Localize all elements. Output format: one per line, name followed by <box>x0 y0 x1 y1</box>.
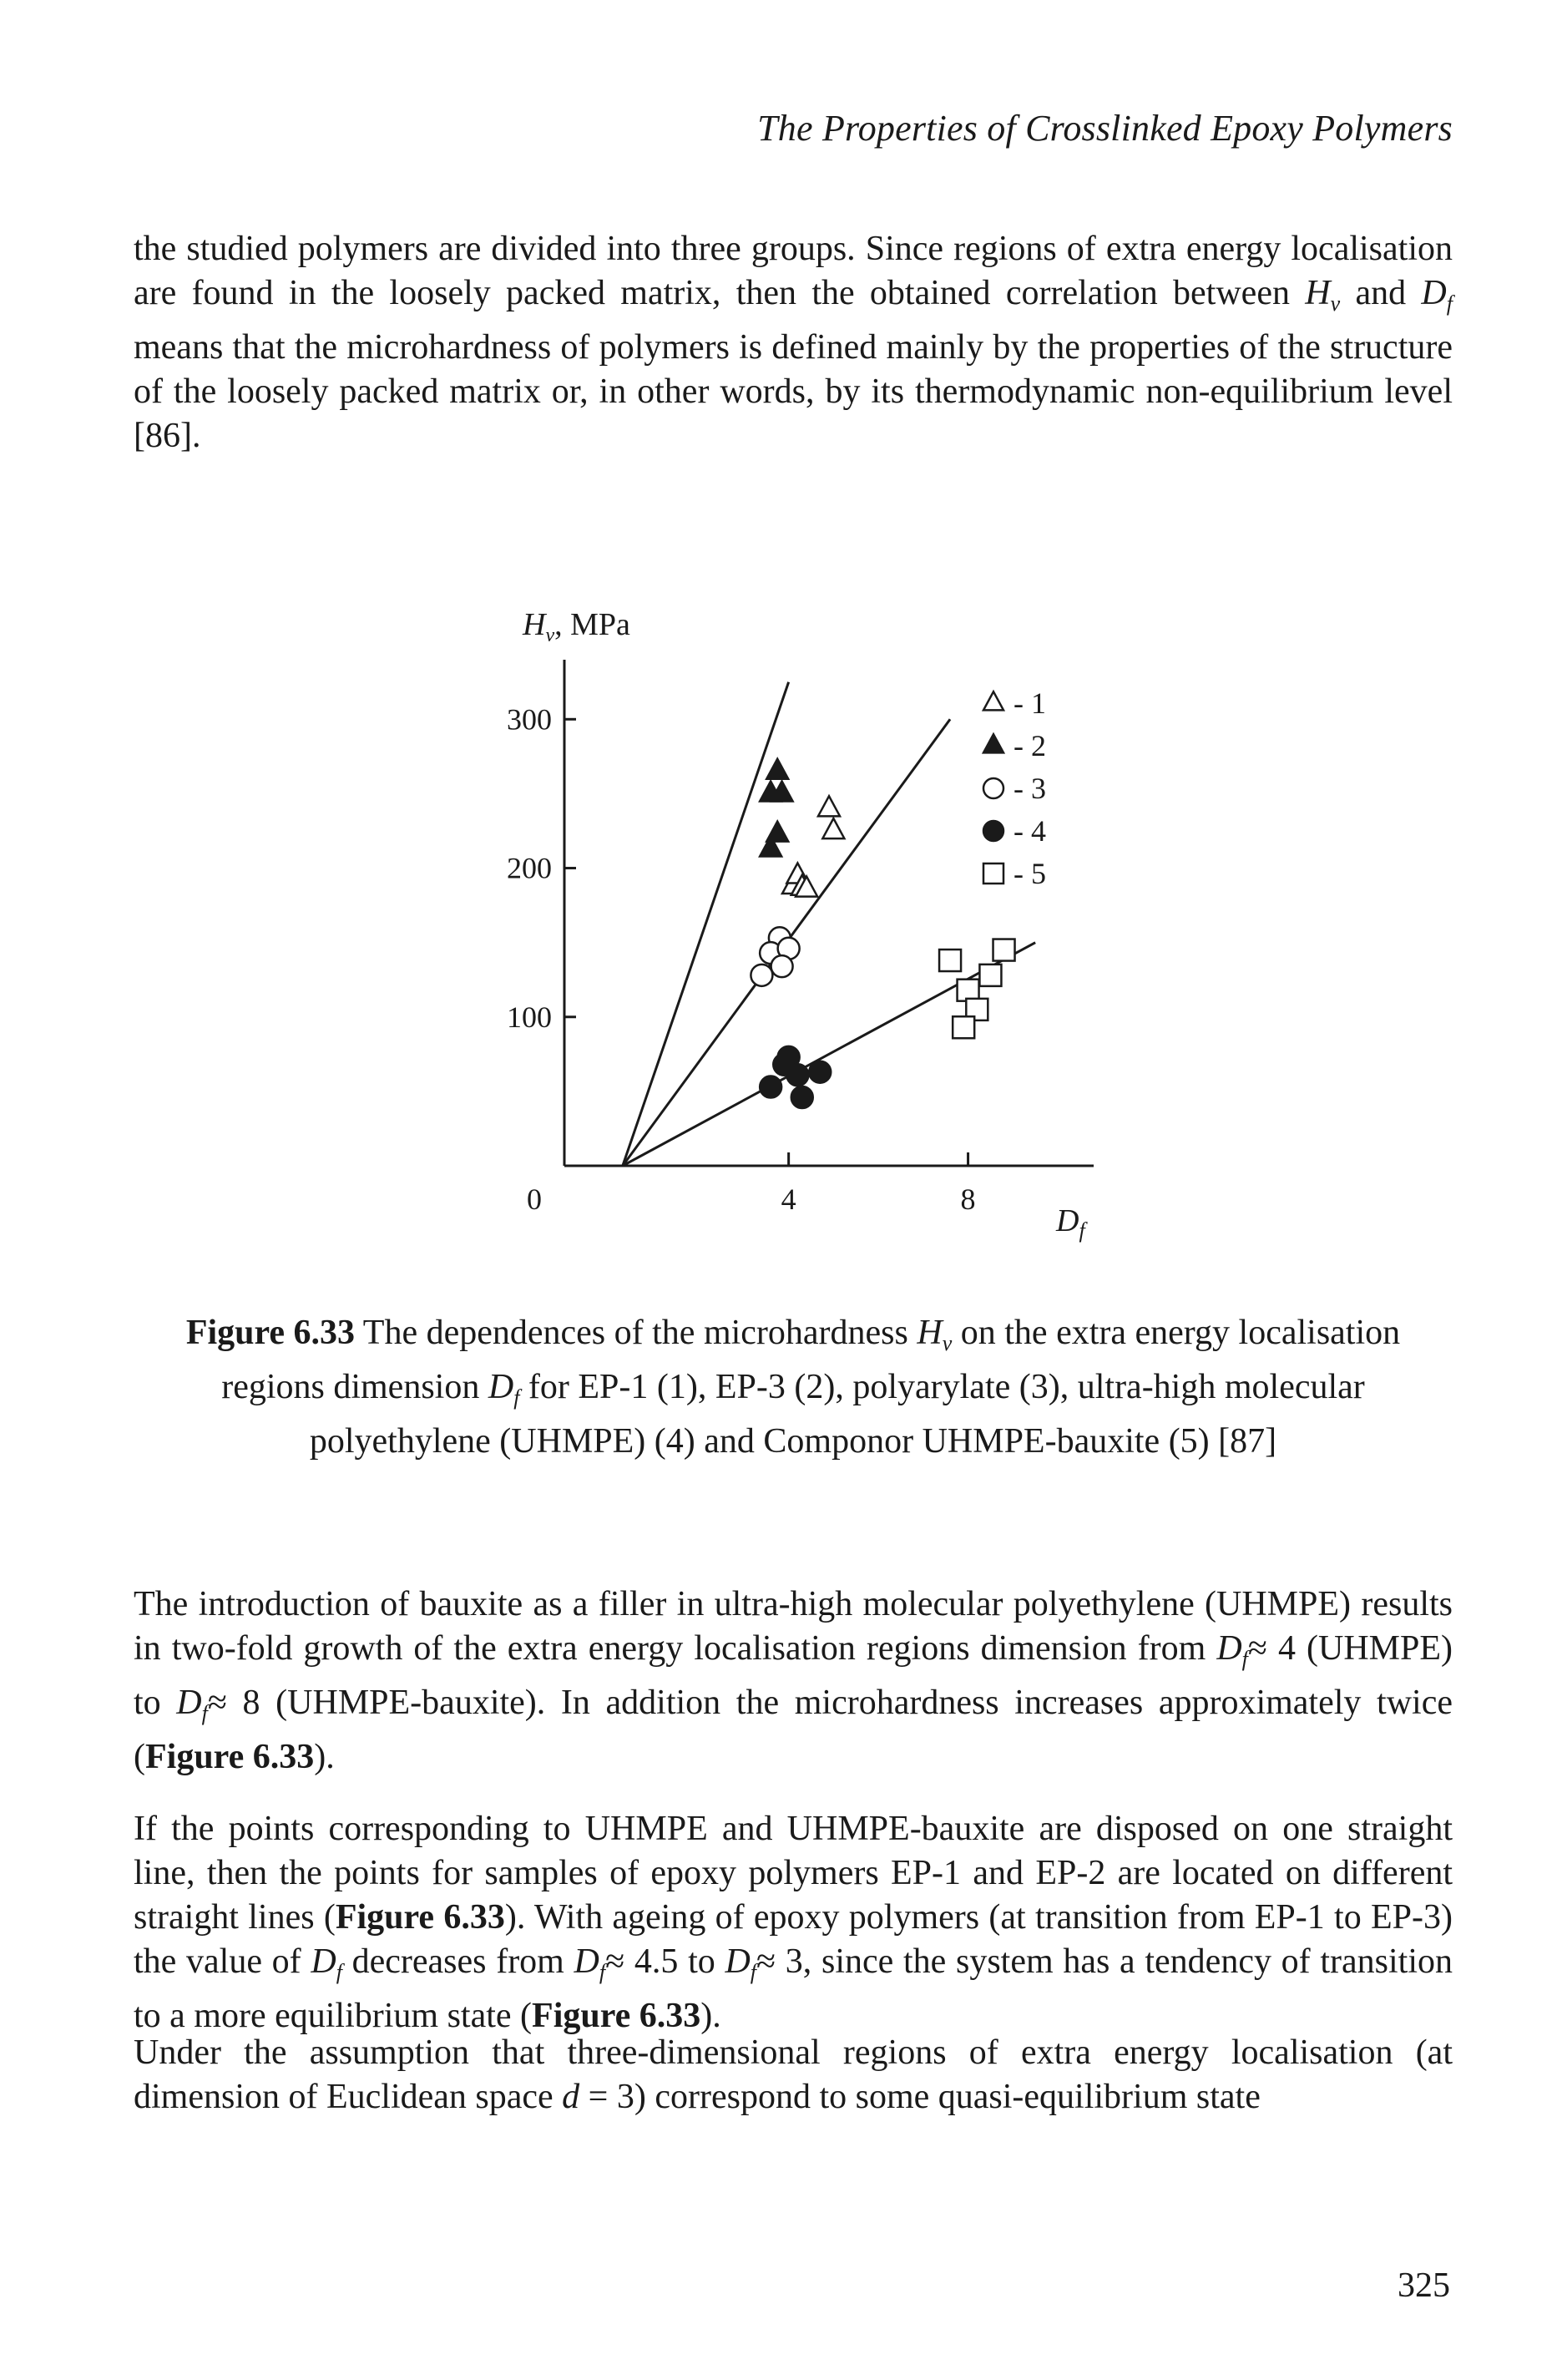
p3-figure-ref-2: Figure 6.33 <box>532 1997 701 2035</box>
legend-marker-5 <box>982 862 1005 885</box>
series-3-point-5 <box>770 954 794 979</box>
p1-text-1: the studied polymers are divided into th… <box>134 230 1453 312</box>
series-4-point-5 <box>758 1075 783 1099</box>
paragraph-2: The introduction of bauxite as a filler … <box>134 1582 1453 1780</box>
x-tick-label-4: 4 <box>781 1182 796 1216</box>
series-4-point-6 <box>790 1085 815 1110</box>
x-tick-label-0: 0 <box>527 1182 542 1216</box>
p1-df: D <box>1421 274 1447 312</box>
caption-hv: H <box>917 1314 943 1352</box>
p3-figure-ref-1: Figure 6.33 <box>335 1898 505 1937</box>
caption-text-2: on the extra energy localisation regions… <box>221 1314 1401 1406</box>
series-5-point-2 <box>978 963 1003 988</box>
series-5-point-3 <box>938 948 963 973</box>
x-axis-label: Df <box>1055 1203 1088 1243</box>
legend-label-4: - 4 <box>1013 814 1046 848</box>
p1-df-sub: f <box>1446 291 1453 316</box>
p3-text-2: ). With ageing of epoxy polymers (at tra… <box>134 1898 1453 1981</box>
caption-text-1: The dependences of the microhardness <box>355 1314 917 1352</box>
p2-df-2: D <box>176 1684 202 1722</box>
p3-text-5: ≈ 3, since the system has a tendency of … <box>134 1942 1453 2035</box>
series-5-point-1 <box>992 938 1016 962</box>
series-5-point-4 <box>956 978 980 1002</box>
p3-text-4: ≈ 4.5 to <box>605 1942 725 1981</box>
legend-label-5: - 5 <box>1013 857 1046 890</box>
p2-text-2: ≈ 4 (UHMPE) to <box>134 1629 1453 1722</box>
legend-marker-1 <box>981 689 1006 711</box>
series-1-point-2 <box>821 816 847 840</box>
series-2-point-1 <box>765 757 791 781</box>
y-axis-label: Hv, MPa <box>522 607 630 646</box>
paragraph-1: the studied polymers are divided into th… <box>134 227 1453 458</box>
series-1-point-1 <box>816 793 842 818</box>
series-4-point-4 <box>786 1063 810 1087</box>
legend-marker-4 <box>982 819 1005 843</box>
caption-label: Figure 6.33 <box>185 1314 356 1352</box>
p1-text-2: and <box>1340 274 1422 312</box>
p2-df-1: D <box>1216 1629 1242 1668</box>
p2-df-1-sub: f <box>1241 1647 1248 1671</box>
p3-df-1-sub: f <box>336 1960 342 1984</box>
series-5-point-6 <box>951 1015 976 1040</box>
p2-text-4: ). <box>314 1738 335 1776</box>
caption-df: D <box>488 1368 514 1406</box>
p1-text-3: means that the microhardness of polymers… <box>134 328 1453 455</box>
p3-text-3: decreases from <box>341 1942 574 1981</box>
p3-text-6: ). <box>700 1997 721 2035</box>
series-2-point-5 <box>758 833 784 858</box>
p4-text-2: = 3) correspond to some quasi-equilibriu… <box>579 2078 1261 2116</box>
figure-caption: Figure 6.33 The dependences of the micro… <box>134 1311 1453 1464</box>
legend-label-2: - 2 <box>1013 729 1046 762</box>
p3-df-1: D <box>311 1942 336 1981</box>
p2-figure-ref: Figure 6.33 <box>145 1738 315 1776</box>
paragraph-4: Under the assumption that three-dimensio… <box>134 2031 1453 2119</box>
p3-df-2: D <box>574 1942 599 1981</box>
y-tick-label-100: 100 <box>507 1000 552 1034</box>
caption-df-sub: f <box>513 1385 520 1410</box>
series-2-point-4 <box>765 818 791 843</box>
y-tick-label-300: 300 <box>507 702 552 736</box>
running-title: The Properties of Crosslinked Epoxy Poly… <box>757 108 1453 149</box>
p3-df-3-sub: f <box>750 1960 757 1984</box>
series-3-point-4 <box>750 963 774 988</box>
p1-hv: H <box>1305 274 1331 312</box>
fit-line-1 <box>621 681 791 1167</box>
p3-df-2-sub: f <box>599 1960 606 1984</box>
series-2-point-3 <box>769 778 795 803</box>
x-tick-label-8: 8 <box>961 1182 976 1216</box>
p2-text-3: ≈ 8 (UHMPE-bauxite). In addition the mic… <box>134 1684 1453 1776</box>
fit-line-3 <box>622 941 1036 1167</box>
series-1-point-6 <box>794 874 820 898</box>
series-4-point-3 <box>808 1060 832 1084</box>
y-tick-label-200: 200 <box>507 852 552 885</box>
paragraph-3: If the points corresponding to UHMPE and… <box>134 1807 1453 2038</box>
p4-d: d <box>562 2078 580 2116</box>
p4-text-1: Under the assumption that three-dimensio… <box>134 2033 1453 2116</box>
page-number: 325 <box>1398 2266 1450 2305</box>
p2-df-2-sub: f <box>201 1701 208 1725</box>
legend-label-3: - 3 <box>1013 772 1046 805</box>
p2-text-1: The introduction of bauxite as a filler … <box>134 1585 1453 1668</box>
caption-text-3: for EP-1 (1), EP-3 (2), polyarylate (3),… <box>309 1368 1365 1461</box>
p3-text-1: If the points corresponding to UHMPE and… <box>134 1810 1453 1937</box>
legend-marker-2 <box>981 732 1006 754</box>
p1-hv-sub: v <box>1330 291 1341 316</box>
caption-hv-sub: v <box>942 1331 953 1355</box>
legend-label-1: - 1 <box>1013 686 1046 720</box>
legend-marker-3 <box>982 777 1005 800</box>
p3-df-3: D <box>725 1942 751 1981</box>
